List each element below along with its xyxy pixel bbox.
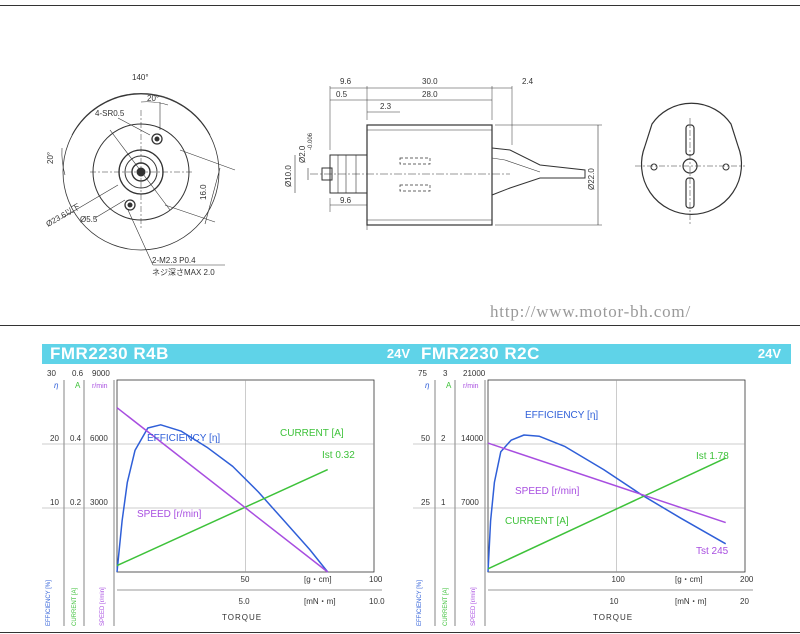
speed-curve xyxy=(487,442,726,524)
current-curve xyxy=(116,468,329,567)
x-unit-mnm: [mN・m] xyxy=(675,597,707,606)
efficiency-axis-title: EFFICIENCY [%] xyxy=(46,580,52,626)
efficiency-curve xyxy=(116,424,329,573)
current-unit: A xyxy=(446,381,452,390)
end-view xyxy=(635,102,745,226)
efficiency-label: EFFICIENCY [η] xyxy=(525,410,598,421)
dim-9-6-bottom: 9.6 xyxy=(340,196,352,205)
top-rule xyxy=(0,5,800,6)
current-tick-label: 0.2 xyxy=(70,498,82,507)
ist-label: Ist 1.78 xyxy=(696,451,729,462)
x-tick-label: 100 xyxy=(612,575,626,584)
ist-label: Ist 0.32 xyxy=(322,450,355,461)
eta-unit: η xyxy=(54,381,59,390)
current-tick-label: 2 xyxy=(441,434,446,443)
speed-label: SPEED [r/min] xyxy=(137,509,202,520)
efficiency-axis-title: EFFICIENCY [%] xyxy=(417,580,423,626)
efficiency-curve xyxy=(487,434,727,573)
angle-20-top-label: 20° xyxy=(147,94,159,103)
x-unit-mnm: [mN・m] xyxy=(304,597,336,606)
voltage-label: 24V xyxy=(757,346,781,361)
dim-d22: Ø22.0 xyxy=(587,168,596,190)
speed-unit: r/min xyxy=(463,383,479,390)
speed-tick-label: 6000 xyxy=(90,434,108,443)
voltage-label: 24V xyxy=(386,346,410,361)
side-view xyxy=(294,86,602,230)
x-unit-gcm: [g・cm] xyxy=(675,575,703,584)
dim-d10: Ø10.0 xyxy=(284,165,293,187)
dim-9-6-top: 9.6 xyxy=(340,77,352,86)
current-curve xyxy=(487,457,727,570)
middle-rule xyxy=(0,325,800,326)
speed-tick-label: 7000 xyxy=(461,498,479,507)
dim-d2: Ø2.0 xyxy=(298,145,307,163)
dim-30: 30.0 xyxy=(422,77,438,86)
speed-tick-label: 14000 xyxy=(461,434,484,443)
model-bar: FMR2230 R2C 24V xyxy=(413,344,791,364)
eta-tick-label: 25 xyxy=(421,498,430,507)
x-tick-label: 200 xyxy=(740,575,754,584)
dim-d2-tolerance: -0.006 xyxy=(308,132,314,150)
screw-depth-label: ネジ深さMAX 2.0 xyxy=(152,268,215,277)
x-tick-label: 20 xyxy=(740,597,749,606)
x-tick-label: 5.0 xyxy=(239,597,251,606)
current-tick-label: 0.4 xyxy=(70,434,82,443)
speed-axis-title: SPEED [r/min] xyxy=(100,587,106,626)
dim-2-4: 2.4 xyxy=(522,77,534,86)
current-axis-title: CURRENT [A] xyxy=(72,587,78,626)
speed-axis-top: 9000 xyxy=(92,369,110,378)
eta-tick-label: 50 xyxy=(421,434,430,443)
eta-axis-top: 75 xyxy=(418,369,427,378)
current-tick-label: 1 xyxy=(441,498,446,507)
tst-label: Tst 245 xyxy=(696,546,729,557)
current-axis-title: CURRENT [A] xyxy=(443,587,449,626)
x-tick-label: 100 xyxy=(369,575,383,584)
speed-axis-top: 21000 xyxy=(463,369,486,378)
current-label: CURRENT [A] xyxy=(280,428,344,439)
bottom-rule xyxy=(0,632,800,633)
eta-tick-label: 20 xyxy=(50,434,59,443)
eta-axis-top: 30 xyxy=(47,369,56,378)
angle-20-left-label: 20° xyxy=(46,152,55,164)
current-axis-top: 3 xyxy=(443,369,448,378)
speed-tick-label: 3000 xyxy=(90,498,108,507)
speed-curve xyxy=(116,407,329,573)
dim-0-5: 0.5 xyxy=(336,90,348,99)
dim-16-label: 16.0 xyxy=(199,184,208,200)
current-unit: A xyxy=(75,381,81,390)
model-bar: FMR2230 R4B 24V xyxy=(42,344,420,364)
dia-5-5-label: Ø5.5 xyxy=(80,215,98,224)
current-axis-top: 0.6 xyxy=(72,369,84,378)
x-axis-title: TORQUE xyxy=(222,613,262,622)
current-label: CURRENT [A] xyxy=(505,516,569,527)
x-tick-label: 50 xyxy=(241,575,250,584)
x-axis-title: TORQUE xyxy=(593,613,633,622)
slot-label: 4-SR0.5 xyxy=(95,109,125,118)
screw-spec-label: 2-M2.3 P0.4 xyxy=(152,256,196,265)
model-name: FMR2230 R2C xyxy=(421,344,540,363)
speed-unit: r/min xyxy=(92,383,108,390)
eta-tick-label: 10 xyxy=(50,498,59,507)
front-view xyxy=(61,92,236,266)
x-unit-gcm: [g・cm] xyxy=(304,575,332,584)
speed-axis-title: SPEED [r/min] xyxy=(471,587,477,626)
angle-140-label: 140° xyxy=(132,73,149,82)
efficiency-label: EFFICIENCY [η] xyxy=(147,433,220,444)
x-tick-label: 10.0 xyxy=(369,597,385,606)
eta-unit: η xyxy=(425,381,430,390)
website-url: http://www.motor-bh.com/ xyxy=(490,302,691,321)
motor-drawing: 140° 20° 20° 4-SR0.5 Ø23.6以下 Ø5.5 16.0 2… xyxy=(0,0,800,300)
model-name: FMR2230 R4B xyxy=(50,344,169,363)
dim-28: 28.0 xyxy=(422,90,438,99)
speed-label: SPEED [r/min] xyxy=(515,486,580,497)
x-tick-label: 10 xyxy=(610,597,619,606)
dim-2-3: 2.3 xyxy=(380,102,392,111)
